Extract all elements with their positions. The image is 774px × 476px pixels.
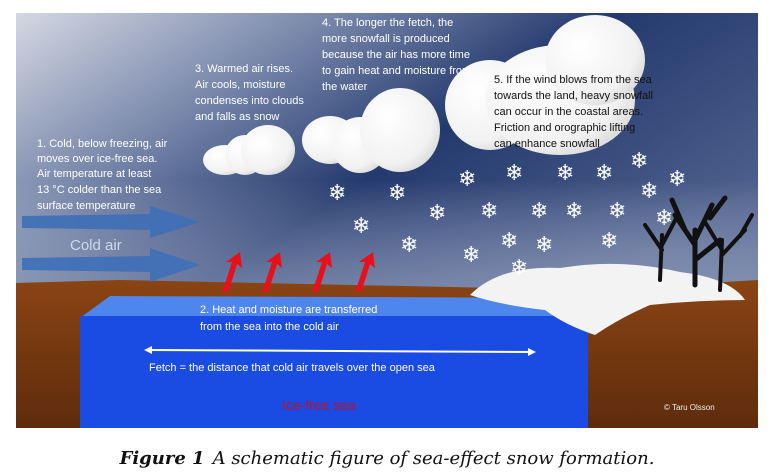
fetch-arrow xyxy=(144,346,536,356)
svg-text:❄: ❄ xyxy=(328,181,346,206)
svg-text:❄: ❄ xyxy=(595,161,613,186)
sea xyxy=(80,296,600,428)
svg-text:❄: ❄ xyxy=(428,201,446,226)
step2-text: 2. Heat and moisture are transferred fro… xyxy=(200,304,380,333)
sea-effect-snow-diagram: ❄❄ ❄❄ ❄❄ ❄❄ ❄❄ ❄❄ ❄❄ ❄❄ ❄❄ ❄❄ ❄❄ Cold ai… xyxy=(16,13,758,428)
svg-text:❄: ❄ xyxy=(565,199,583,224)
svg-text:❄: ❄ xyxy=(630,149,648,174)
svg-text:❄: ❄ xyxy=(480,199,498,224)
cold-air-arrows xyxy=(22,206,200,282)
step4-text: 4. The longer the fetch, the more snowfa… xyxy=(322,17,474,93)
svg-text:❄: ❄ xyxy=(510,256,528,281)
cold-air-label: Cold air xyxy=(70,237,122,254)
svg-text:❄: ❄ xyxy=(400,233,418,258)
svg-text:❄: ❄ xyxy=(608,199,626,224)
svg-text:❄: ❄ xyxy=(600,229,618,254)
svg-text:❄: ❄ xyxy=(458,167,476,192)
trees-icon xyxy=(643,195,754,292)
step3-text: 3. Warmed air rises. Air cools, moisture… xyxy=(195,63,307,123)
figure-number: Figure 1 xyxy=(119,448,205,469)
svg-text:❄: ❄ xyxy=(535,233,553,258)
cloud-large xyxy=(445,15,645,155)
svg-text:❄: ❄ xyxy=(505,161,523,186)
svg-text:❄: ❄ xyxy=(462,243,480,268)
svg-text:❄: ❄ xyxy=(388,181,406,206)
svg-text:❄: ❄ xyxy=(500,229,518,254)
svg-text:❄: ❄ xyxy=(352,214,370,239)
snow-cover xyxy=(470,263,745,335)
sea-label: Ice-free sea xyxy=(282,397,356,413)
svg-text:❄: ❄ xyxy=(530,199,548,224)
figure-caption: Figure 1 A schematic figure of sea-effect… xyxy=(0,448,774,469)
snowflakes-icon: ❄❄ ❄❄ ❄❄ ❄❄ ❄❄ ❄❄ ❄❄ ❄❄ ❄❄ ❄❄ ❄❄ xyxy=(328,149,686,281)
svg-text:❄: ❄ xyxy=(640,179,658,204)
fetch-label: Fetch = the distance that cold air trave… xyxy=(149,362,436,374)
caption-text: A schematic figure of sea-effect snow fo… xyxy=(212,448,655,469)
cloud-medium xyxy=(302,88,440,173)
step5-text: 5. If the wind blows from the sea toward… xyxy=(494,74,656,150)
svg-text:❄: ❄ xyxy=(655,206,673,231)
cloud-small xyxy=(203,125,295,175)
copyright: © Taru Olsson xyxy=(664,403,715,412)
svg-text:❄: ❄ xyxy=(556,161,574,186)
svg-text:❄: ❄ xyxy=(668,167,686,192)
heat-arrows xyxy=(222,252,375,292)
step1-text: 1. Cold, below freezing, air moves over … xyxy=(37,138,170,212)
